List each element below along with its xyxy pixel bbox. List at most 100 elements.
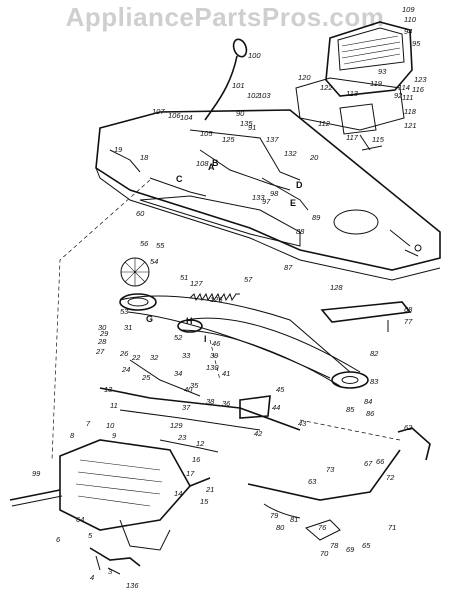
callout-78: 78 (330, 541, 339, 550)
callout-89: 89 (312, 213, 321, 222)
callout-39: 39 (210, 351, 219, 360)
callout-3: 3 (108, 567, 113, 576)
shift-lever (204, 38, 248, 121)
callout-68: 68 (404, 305, 413, 314)
callout-77: 77 (404, 317, 413, 326)
callout-119: 119 (370, 79, 383, 88)
callout-83: 83 (370, 377, 379, 386)
callout-126: 126 (210, 295, 223, 304)
callout-21: 21 (205, 485, 214, 494)
callout-95: 95 (412, 39, 421, 48)
callout-93: 93 (378, 67, 387, 76)
callout-23: 23 (177, 433, 187, 442)
callout-73: 73 (326, 465, 335, 474)
callout-43: 43 (298, 419, 307, 428)
callout-84: 84 (364, 397, 372, 406)
callout-128: 128 (330, 283, 343, 292)
callout-135: 135 (240, 119, 253, 128)
callout-13: 13 (104, 385, 113, 394)
callout-65: 65 (362, 541, 371, 550)
callout-60: 60 (136, 209, 145, 218)
callout-70: 70 (320, 549, 329, 558)
callout-34: 34 (174, 369, 182, 378)
callout-9: 9 (112, 431, 117, 440)
callout-101: 101 (232, 81, 245, 90)
shift-rod (247, 427, 431, 541)
callout-98: 98 (270, 189, 279, 198)
callout-116: 116 (412, 85, 425, 94)
callout-54: 54 (150, 257, 158, 266)
ref-letter-C: C (176, 174, 183, 184)
callout-108: 108 (196, 159, 209, 168)
callout-102: 102 (247, 91, 260, 100)
callout-129: 129 (170, 421, 183, 430)
callout-117: 117 (346, 133, 359, 142)
ref-letter-H: H (186, 316, 193, 326)
callout-85: 85 (346, 405, 355, 414)
callout-137: 137 (266, 135, 279, 144)
callout-8: 8 (70, 431, 75, 440)
callout-90: 90 (236, 109, 245, 118)
callout-107: 107 (152, 107, 165, 116)
callout-127: 127 (190, 279, 203, 288)
ref-letter-A: A (208, 162, 215, 172)
callout-11: 11 (110, 401, 118, 410)
callout-94: 94 (404, 27, 412, 36)
callout-82: 82 (370, 349, 379, 358)
callout-63: 63 (308, 477, 317, 486)
callout-26: 26 (119, 349, 129, 358)
callout-41: 41 (222, 369, 230, 378)
callout-5: 5 (88, 531, 93, 540)
callout-7: 7 (86, 419, 91, 428)
callout-113: 113 (346, 89, 359, 98)
callout-111: 111 (402, 93, 413, 102)
callout-132: 132 (284, 149, 297, 158)
callout-55: 55 (156, 241, 165, 250)
callout-72: 72 (386, 473, 395, 482)
callout-130: 130 (206, 363, 219, 372)
callout-71: 71 (388, 523, 396, 532)
callout-16: 16 (192, 455, 201, 464)
callout-76: 76 (318, 523, 327, 532)
callout-105: 105 (200, 129, 213, 138)
callout-6: 6 (56, 535, 61, 544)
callout-42: 42 (254, 429, 263, 438)
callout-45: 45 (276, 385, 285, 394)
callout-64: 64 (76, 515, 84, 524)
callout-133: 133 (252, 193, 265, 202)
callout-20: 20 (309, 153, 319, 162)
ref-letter-G: G (146, 314, 153, 324)
callout-18: 18 (140, 153, 149, 162)
idler-bracket (320, 301, 412, 332)
transaxle (9, 439, 211, 551)
callout-labels: 100 101 102 103 104 105 106 107 108 109 … (32, 5, 427, 590)
callout-110: 110 (404, 15, 417, 24)
callout-114: 114 (398, 83, 410, 92)
callout-66: 66 (376, 457, 385, 466)
callout-103: 103 (258, 91, 271, 100)
callout-86: 86 (366, 409, 375, 418)
callout-30: 30 (98, 323, 107, 332)
callout-14: 14 (174, 489, 182, 498)
callout-33: 33 (182, 351, 191, 360)
upper-linkage (149, 129, 309, 211)
callout-10: 10 (106, 421, 115, 430)
callout-97: 97 (262, 197, 271, 206)
callout-57: 57 (244, 275, 253, 284)
callout-15: 15 (200, 497, 209, 506)
callout-24: 24 (121, 365, 130, 374)
callout-100: 100 (248, 51, 261, 60)
callout-80: 80 (276, 523, 285, 532)
tension-spring (189, 292, 240, 302)
callout-92: 92 (394, 91, 403, 100)
callout-67: 67 (364, 459, 373, 468)
callout-125: 125 (222, 135, 235, 144)
callout-22: 22 (131, 353, 141, 362)
callout-109: 109 (402, 5, 415, 14)
callout-40: 40 (184, 385, 193, 394)
callout-27: 27 (95, 347, 105, 356)
reference-letter-labels: A B C D E G H I (146, 158, 303, 344)
lower-brackets (89, 547, 141, 575)
callout-28: 28 (97, 337, 107, 346)
